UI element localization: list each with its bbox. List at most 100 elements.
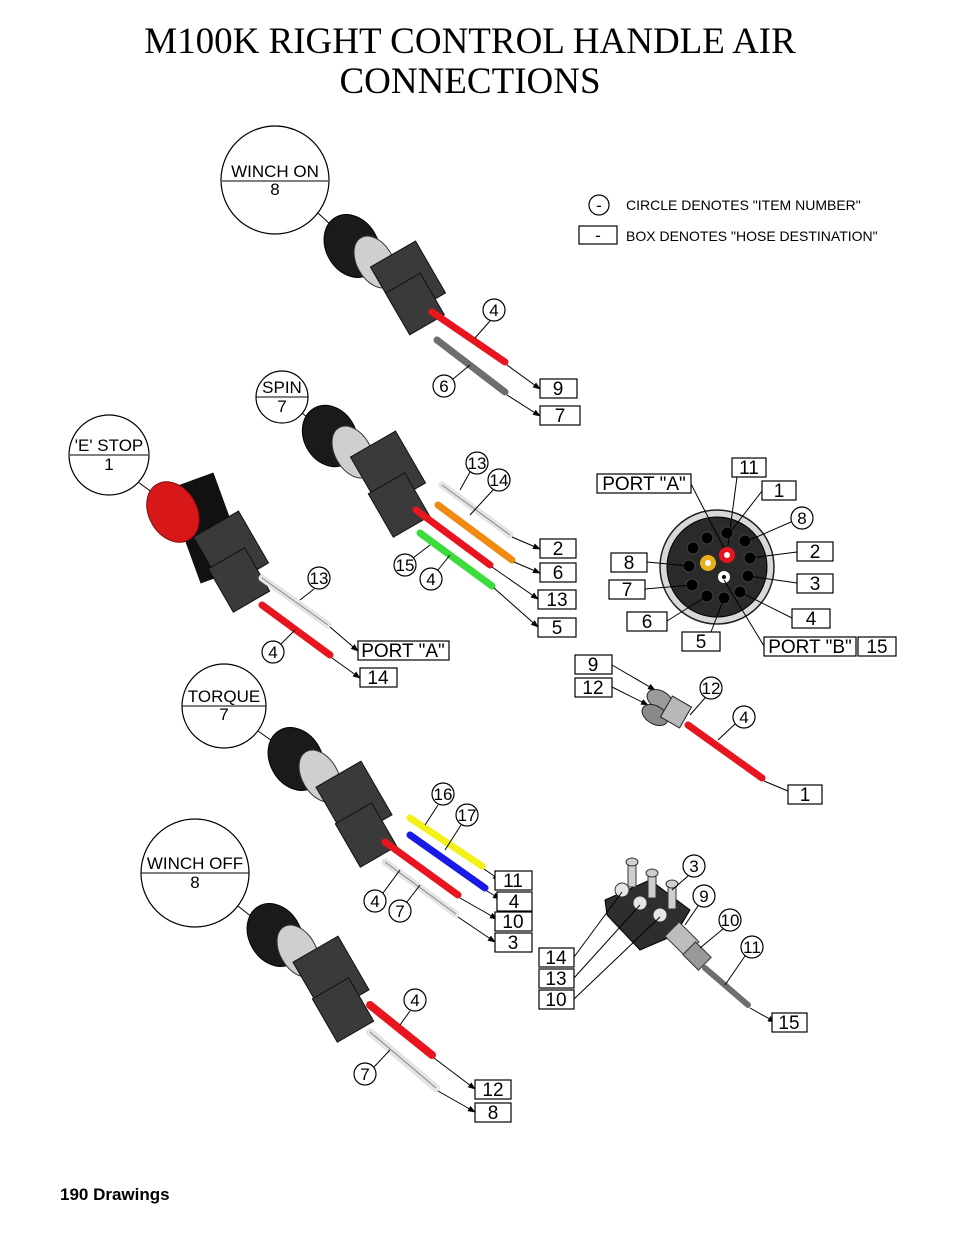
estop-label: 'E' STOP [75,436,144,455]
connector-box-3: 2 [810,542,821,563]
winch-on-red-hose [428,308,509,366]
torque-item-3: 4 [370,892,379,911]
connector-item-8: 8 [797,509,806,528]
estop-box-2: 14 [367,668,389,689]
estop-number: 1 [104,455,113,474]
winch-off-item-2: 7 [360,1065,369,1084]
spin-box-4: 5 [552,618,563,639]
manifold-box-4: 15 [778,1013,799,1034]
spin-switch-icon [301,404,431,538]
connector-box-2: 1 [774,481,785,502]
legend-circle-symbol: - [596,196,602,215]
spin-item-4: 4 [426,570,435,589]
spin-item-1: 13 [468,454,487,473]
legend-box-icon [578,225,618,245]
winch-on-item-1: 4 [489,301,498,320]
connector-box-7: 6 [642,612,653,633]
winch-on-number: 8 [270,180,279,199]
torque-label: TORQUE [188,687,260,706]
title-line-1: M100K RIGHT CONTROL HANDLE AIR [144,21,796,62]
connector-port-b: PORT "B" [768,637,852,658]
torque-box-3: 10 [502,912,523,933]
spin-red-hose [412,506,494,569]
winch-on-circle [220,125,330,235]
connector-assembly: 11 PORT "A" 1 8 2 3 4 5 6 7 8 PORT "B" [596,457,897,658]
connector-box-8: 7 [622,580,633,601]
spin-item-2: 14 [490,471,509,490]
torque-box-1: 11 [503,871,523,892]
connector-box-9: 8 [624,553,635,574]
estop-item-1: 13 [310,569,329,588]
torque-assembly: TORQUE 7 16 17 4 7 11 4 1 [181,663,533,954]
torque-switch-icon [267,727,398,868]
connector-box-6: 5 [696,632,707,653]
legend: - CIRCLE DENOTES "ITEM NUMBER" - BOX DEN… [578,194,878,245]
manifold-box-3: 10 [545,990,566,1011]
torque-box-2: 4 [509,892,520,913]
connector-box-4: 3 [810,574,821,595]
winch-on-box-1: 9 [553,379,564,400]
torque-number: 7 [219,705,228,724]
torque-blue-hose [406,831,489,892]
estop-item-2: 4 [268,643,277,662]
winch-on-gray-hose [433,336,509,396]
winch-off-switch-icon [246,903,375,1043]
torque-yellow-hose [406,814,486,870]
manifold-icon [604,857,712,971]
spin-box-3: 13 [546,590,567,611]
torque-box-4: 3 [508,933,519,954]
spin-box-1: 2 [553,539,564,560]
manifold-item-3: 10 [721,911,740,930]
spin-green-hose [416,529,496,590]
winch-off-label: WINCH OFF [147,854,243,873]
tee-item-1: 12 [702,679,721,698]
winch-on-label: WINCH ON [231,162,319,181]
manifold-hose [702,965,751,1008]
tee-red-hose [684,721,766,782]
manifold-item-2: 9 [699,887,708,906]
tee-box-3: 1 [800,785,811,806]
manifold-box-1: 14 [545,948,567,969]
spin-box-2: 6 [553,563,564,584]
estop-switch-icon [146,472,271,613]
winch-on-switch-icon [323,214,447,336]
tee-box-2: 12 [582,678,603,699]
tee-assembly: 9 12 12 4 1 [574,654,823,806]
winch-off-box-1: 12 [482,1080,503,1101]
spin-item-3: 15 [396,556,415,575]
spin-orange-hose [434,501,516,564]
legend-circle-text: CIRCLE DENOTES "ITEM NUMBER" [626,197,861,213]
winch-on-box-2: 7 [555,406,566,427]
spin-assembly: SPIN 7 13 14 15 4 2 6 13 [255,370,577,639]
torque-red-hose [381,838,462,899]
page-footer: 190 Drawings [60,1185,170,1204]
legend-box-text: BOX DENOTES "HOSE DESTINATION" [626,228,878,244]
winch-on-item-2: 6 [439,377,448,396]
page-title: M100K RIGHT CONTROL HANDLE AIR CONNECTIO… [0,22,940,102]
connector-port-b-item: 15 [866,637,887,658]
torque-item-2: 17 [458,806,477,825]
winch-off-red-hose [366,1001,436,1059]
manifold-item-4: 11 [743,938,761,957]
winch-off-item-1: 4 [410,991,419,1010]
tee-box-1: 9 [588,655,599,676]
connector-box-5: 4 [806,609,817,630]
legend-circle-icon [588,194,610,216]
winch-on-assembly: WINCH ON 8 4 6 9 7 [220,125,581,427]
connector-box-1: 11 [739,458,759,479]
legend-box-symbol: - [595,226,601,245]
tee-item-2: 4 [739,708,748,727]
estop-red-hose [258,601,334,659]
estop-assembly: 'E' STOP 1 13 4 PORT "A" 14 [68,414,450,689]
torque-item-4: 7 [395,902,404,921]
spin-number: 7 [277,397,286,416]
winch-off-assembly: WINCH OFF 8 4 7 12 8 [140,818,512,1124]
winch-off-box-2: 8 [488,1103,499,1124]
manifold-item-1: 3 [689,857,698,876]
spin-label: SPIN [262,378,302,397]
estop-box-1: PORT "A" [361,641,445,662]
torque-item-1: 16 [434,785,453,804]
manifold-assembly: 3 9 10 11 14 13 10 15 [538,854,808,1034]
tee-fitting-icon [641,689,693,729]
